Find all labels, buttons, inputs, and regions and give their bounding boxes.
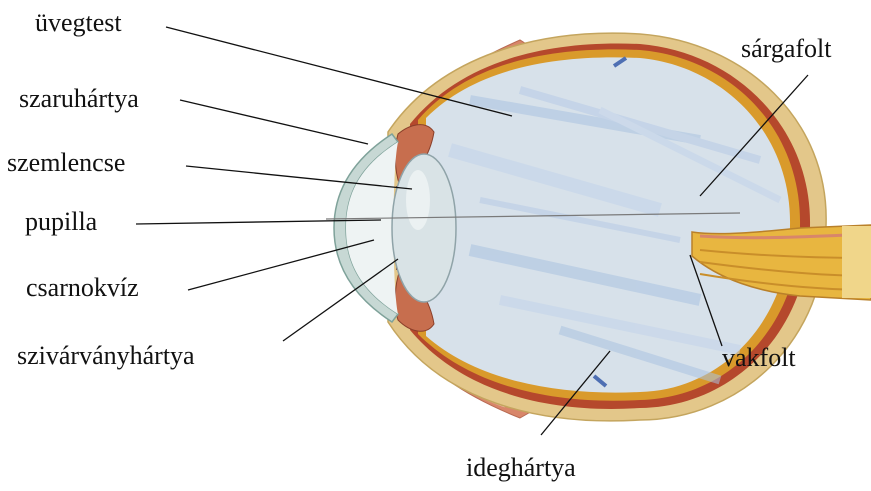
leader-szaruhartya [180,100,368,144]
optic-nerve-cut [842,226,871,298]
label-vakfolt: vakfolt [722,343,796,373]
label-szivarvanyhartya: szivárványhártya [17,341,195,371]
label-szaruhartya: szaruhártya [19,84,139,114]
label-szemlencse: szemlencse [7,148,125,178]
lens-highlight [406,170,430,230]
label-csarnokviz: csarnokvíz [26,273,139,303]
label-ideghartya: ideghártya [466,453,576,483]
label-uvegtest: üvegtest [35,8,122,38]
label-sargafolt: sárgafolt [741,34,832,64]
label-pupilla: pupilla [25,207,97,237]
